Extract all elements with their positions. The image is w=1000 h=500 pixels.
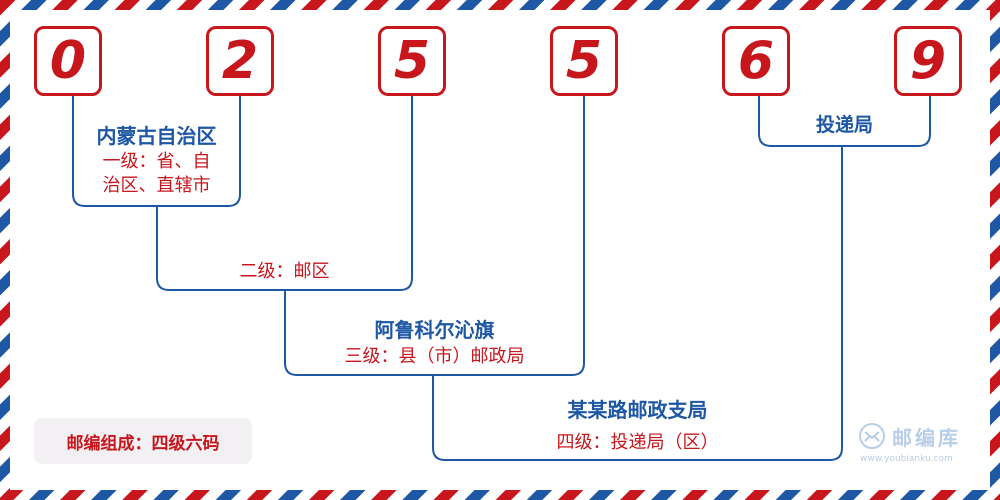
watermark-title: 邮编库 xyxy=(892,426,961,450)
postal-digit-3: 5 xyxy=(378,26,446,96)
watermark-url: www.youbianku.com xyxy=(860,454,953,464)
composition-badge: 邮编组成：四级六码 xyxy=(34,418,252,464)
watermark: 邮编库 www.youbianku.com xyxy=(858,422,988,470)
postal-digit-4: 5 xyxy=(550,26,618,96)
level-4-desc: 四级：投递局（区） xyxy=(556,432,719,453)
postal-digit-2: 2 xyxy=(206,26,274,96)
envelope-logo-icon xyxy=(859,423,885,449)
postal-digit-1: 0 xyxy=(34,26,102,96)
level-5-place: 投递局 xyxy=(815,114,873,136)
postal-digit-5: 6 xyxy=(722,26,790,96)
level-3-place: 阿鲁科尔沁旗 xyxy=(374,318,495,342)
connector-level-3 xyxy=(284,96,585,376)
level-1-desc-line-2: 治区、直辖市 xyxy=(102,175,211,196)
level-1-desc-line-1: 一级：省、自 xyxy=(102,151,211,172)
level-4-place: 某某路邮政支局 xyxy=(567,398,708,422)
connector-level-5 xyxy=(758,96,931,147)
level-1-place: 内蒙古自治区 xyxy=(96,124,217,148)
level-3-desc: 三级：县（市）邮政局 xyxy=(344,346,525,367)
level-2-desc: 二级：邮区 xyxy=(239,261,330,282)
connector-level-4 xyxy=(432,145,843,461)
postal-digit-6: 9 xyxy=(894,26,962,96)
